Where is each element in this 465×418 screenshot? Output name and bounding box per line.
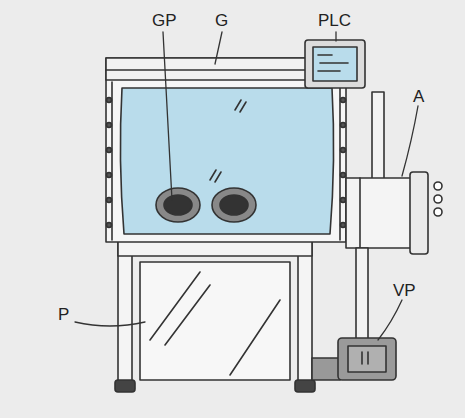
part-label: P bbox=[58, 306, 69, 323]
leader-lines bbox=[75, 32, 418, 340]
part-label: PLC bbox=[318, 12, 351, 29]
part-label: GP bbox=[152, 12, 177, 29]
part-label: G bbox=[215, 12, 228, 29]
plc-and-antechamber bbox=[305, 40, 442, 358]
part-label: VP bbox=[393, 282, 416, 299]
stand bbox=[115, 240, 315, 392]
part-label: A bbox=[413, 88, 424, 105]
vacuum-pump bbox=[312, 338, 396, 380]
